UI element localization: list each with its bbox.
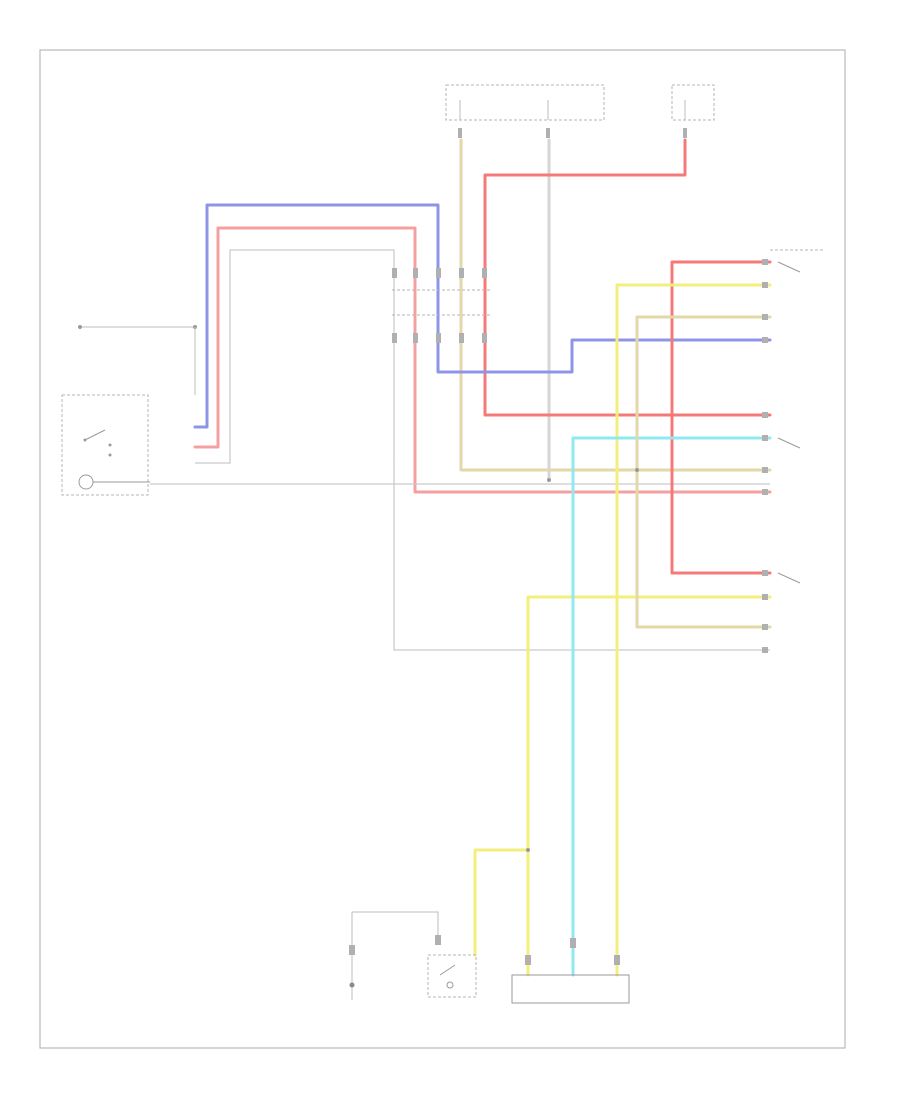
ground-point — [349, 911, 439, 1000]
underhood-fuse-box — [671, 84, 715, 121]
wire-yellow-lower — [526, 595, 772, 977]
hvac-switch-outline — [61, 394, 149, 496]
connector-pin — [683, 128, 687, 138]
wire-cyan — [571, 436, 772, 977]
wire-yellow-upper — [615, 283, 772, 977]
fuse-block-outline — [445, 84, 605, 121]
junction-dot — [635, 468, 639, 472]
junction-dot — [547, 478, 551, 482]
wire-yellow-motor — [473, 848, 530, 957]
inline-connectors — [392, 268, 490, 343]
wire-tan-fuse-a — [459, 138, 772, 472]
connector-pin — [458, 128, 462, 138]
junction-dot — [526, 848, 530, 852]
blower-motor — [427, 935, 477, 998]
wire-red-underhood — [483, 138, 772, 417]
wire-tan-upper — [635, 315, 772, 629]
wire-pink-switch — [193, 226, 772, 494]
right-pins — [762, 249, 825, 653]
fuse-block — [445, 84, 605, 121]
wire-blue-switch — [193, 203, 772, 429]
main-relay-connector — [78, 325, 197, 395]
blower-resistor-box — [511, 974, 630, 1004]
underhood-box-outline — [671, 84, 715, 121]
diagram-frame — [39, 49, 846, 1049]
wire-red-bus — [670, 260, 772, 575]
connector-pin — [546, 128, 550, 138]
wire-grey-switch — [195, 249, 770, 651]
hvac-switch — [61, 394, 150, 496]
blower-resistor — [511, 938, 630, 1004]
